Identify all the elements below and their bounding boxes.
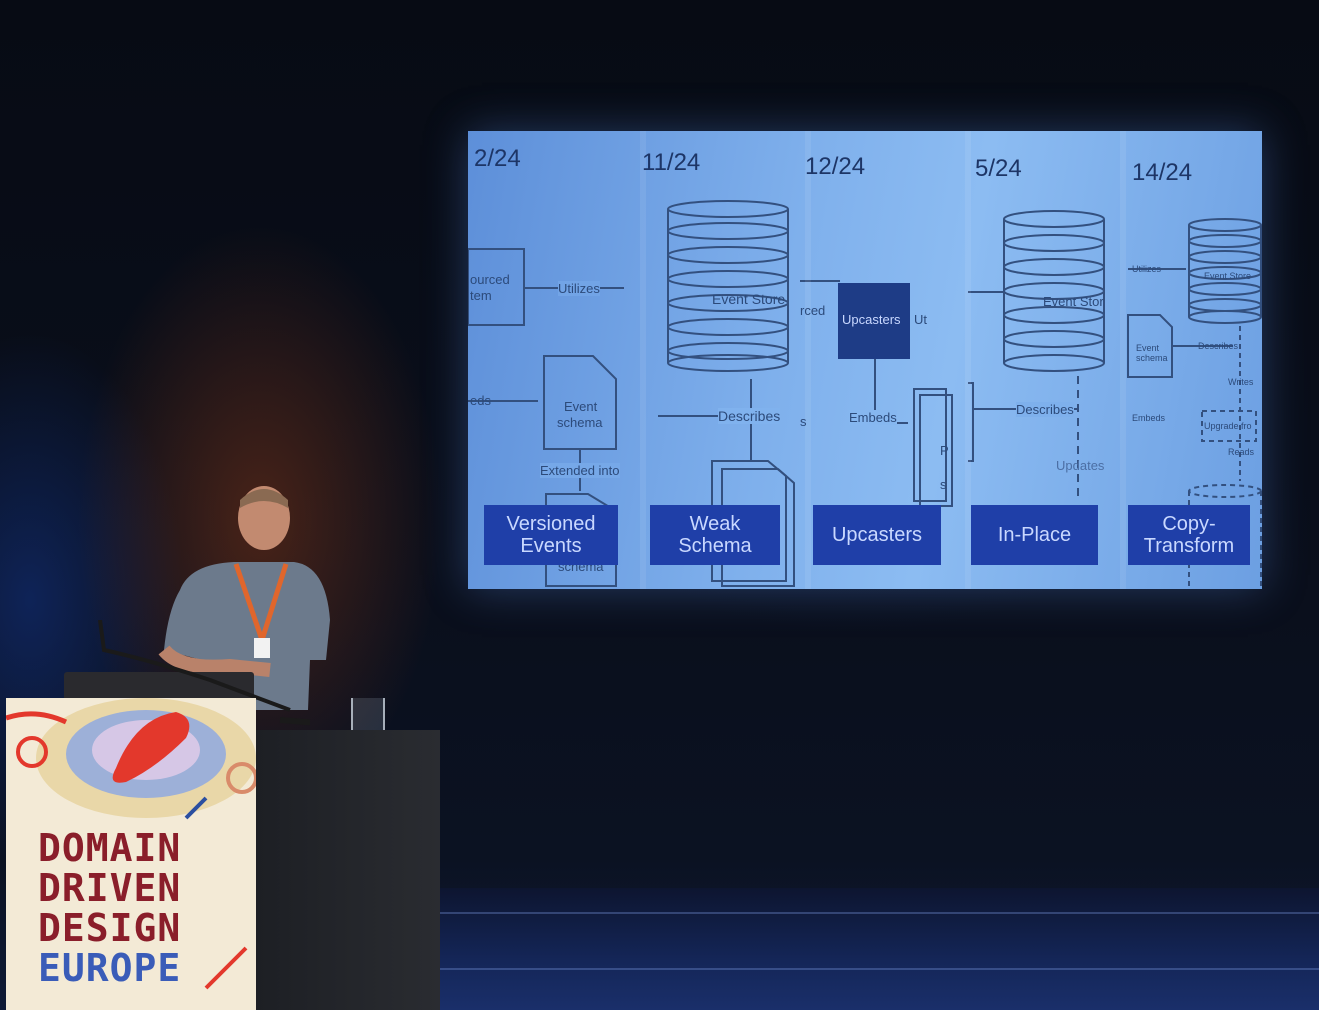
projection-screen: 2/24 11/24 12/24 5/24 14/24 ourced tem U… xyxy=(468,131,1262,589)
document-stack xyxy=(919,394,953,507)
panel-label-copy-transform: Copy- Transform xyxy=(1128,505,1250,565)
floor-line xyxy=(440,912,1319,914)
diagram-text: Extended into xyxy=(540,463,620,478)
microphone-stands xyxy=(98,620,310,726)
stage-floor xyxy=(440,888,1319,1010)
panel-label-versioned-events: Versioned Events xyxy=(484,505,618,565)
diagram-text: s xyxy=(800,414,807,429)
event-store-cylinder xyxy=(667,200,789,372)
diagram-text: Event Stor xyxy=(1043,294,1104,309)
floor-line xyxy=(440,968,1319,970)
slide-number: 14/24 xyxy=(1132,159,1193,186)
diagram-text: Embeds xyxy=(1132,413,1166,423)
document-stack xyxy=(913,388,947,502)
diagram-text: s xyxy=(940,477,947,492)
diagram-text: Upcasters xyxy=(842,312,901,327)
podium-logo-text: DOMAIN DRIVEN DESIGN EUROPE xyxy=(38,828,238,988)
diagram-text: Event Store xyxy=(1204,271,1252,281)
panel-label-upcasters: Upcasters xyxy=(813,505,941,565)
podium-word: EUROPE xyxy=(38,946,182,990)
diagram-text: Event xyxy=(564,399,598,414)
water-glass xyxy=(351,698,385,732)
document-stack xyxy=(721,468,795,587)
diagram-text: tem xyxy=(470,288,492,303)
podium-word: DRIVEN xyxy=(38,866,182,910)
diagram-text: Upgrade fro xyxy=(1204,421,1252,431)
panel-label-weak-schema: Weak Schema xyxy=(650,505,780,565)
diagram-text: Ut xyxy=(914,312,927,327)
upcasters-box xyxy=(838,283,910,359)
diagram-text: Describes xyxy=(1198,341,1239,351)
diagram-text: Describes xyxy=(1016,402,1074,417)
diagram-text: Updates xyxy=(1056,458,1105,473)
podium-artwork xyxy=(6,698,256,990)
slide-number: 2/24 xyxy=(474,145,521,172)
slide-number: 5/24 xyxy=(975,155,1022,182)
event-store-cylinder xyxy=(1188,218,1262,324)
slide-number: 11/24 xyxy=(642,149,701,176)
diagram-text: Writes xyxy=(1228,377,1254,387)
process-box xyxy=(1201,410,1257,442)
lectern-desk xyxy=(256,730,440,1010)
bracket xyxy=(968,382,974,462)
diagram-text: P xyxy=(940,443,949,458)
slide-number: 12/24 xyxy=(805,153,866,180)
diagram-text: Describes xyxy=(718,408,781,424)
diagram-text: Event Store xyxy=(712,291,786,307)
podium-banner xyxy=(6,698,256,1010)
diagram-text: schema xyxy=(557,415,603,430)
diagram-text: Reads xyxy=(1228,447,1255,457)
diagram-text: Utilizes xyxy=(1132,264,1162,274)
diagram-text: schema xyxy=(1136,353,1168,363)
diagram-text: rced xyxy=(800,303,826,318)
document-shape xyxy=(543,355,617,450)
document-shape xyxy=(1127,314,1173,378)
diagram-text: eds xyxy=(470,393,491,408)
diagram-text: Utilizes xyxy=(558,281,600,296)
diagram-text: Embeds xyxy=(849,410,897,425)
diagram-text: ourced xyxy=(470,272,510,287)
podium-word: DESIGN xyxy=(38,906,182,950)
podium-word: DOMAIN xyxy=(38,826,182,870)
panel-label-in-place: In-Place xyxy=(971,505,1098,565)
diagram-text: Event xyxy=(1136,343,1160,353)
